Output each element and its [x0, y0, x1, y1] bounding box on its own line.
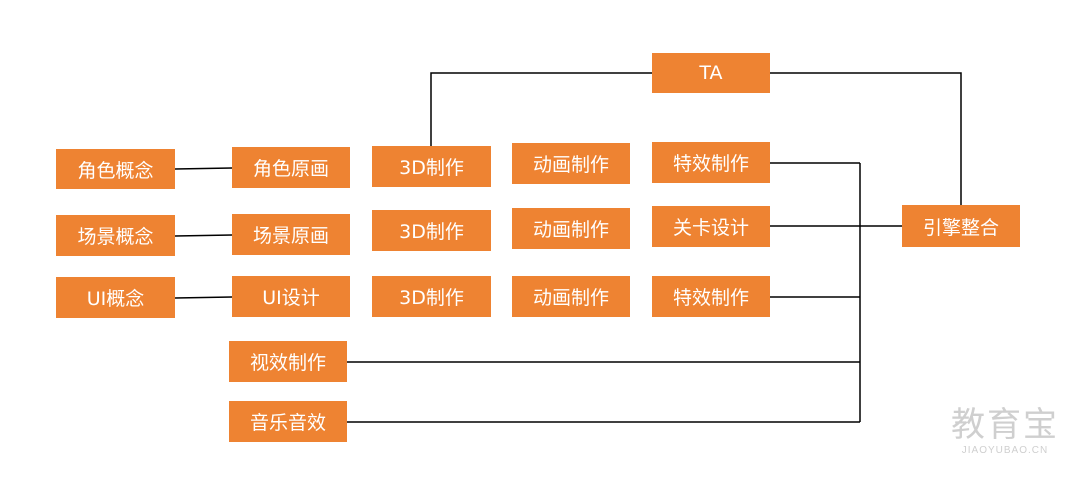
watermark-main: 教育宝	[951, 405, 1059, 445]
node-3d-1: 3D制作	[372, 146, 491, 187]
node-anim-1: 动画制作	[512, 143, 630, 184]
node-vfx-1: 特效制作	[652, 142, 770, 183]
node-role-concept: 角色概念	[56, 149, 175, 189]
node-role-art: 角色原画	[232, 147, 350, 188]
watermark-logo: 教育宝 JIAOYUBAO.CN	[945, 405, 1065, 456]
node-anim-2: 动画制作	[512, 208, 630, 249]
node-3d-3: 3D制作	[372, 276, 491, 317]
node-scene-concept: 场景概念	[56, 215, 175, 256]
node-ui-design: UI设计	[232, 276, 350, 317]
node-visual-fx: 视效制作	[229, 341, 347, 382]
node-engine: 引擎整合	[902, 205, 1020, 247]
node-anim-3: 动画制作	[512, 276, 630, 317]
node-ui-concept: UI概念	[56, 277, 175, 318]
node-ta: TA	[652, 53, 770, 93]
node-vfx-3: 特效制作	[652, 276, 770, 317]
node-level-design: 关卡设计	[652, 206, 770, 247]
watermark-sub: JIAOYUBAO.CN	[961, 445, 1049, 456]
node-scene-art: 场景原画	[232, 214, 350, 255]
node-audio: 音乐音效	[229, 401, 347, 442]
node-3d-2: 3D制作	[372, 210, 491, 251]
